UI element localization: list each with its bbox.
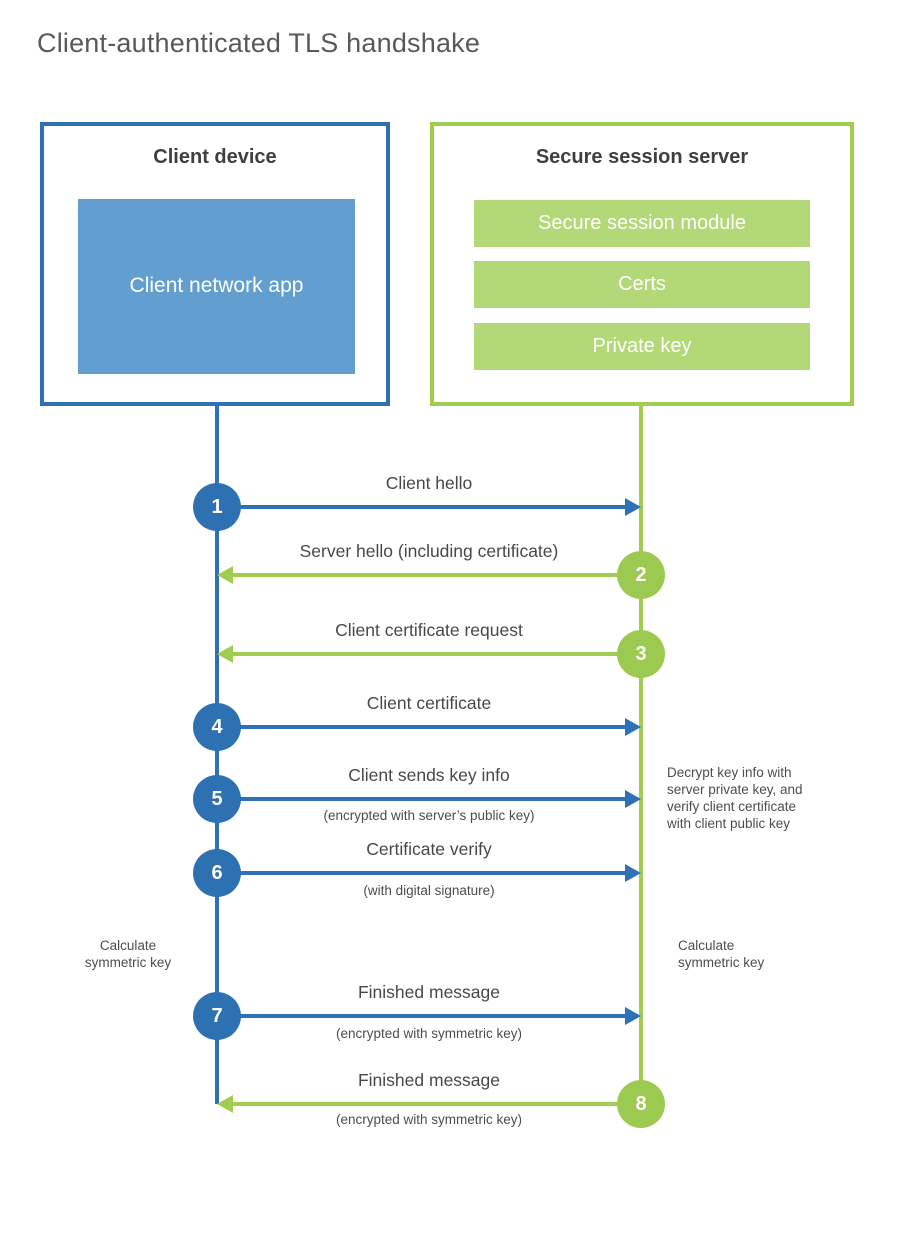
annotation-calc-right-line-2: symmetric key: [678, 955, 765, 970]
arrow-head-step-5: [625, 790, 641, 808]
arrow-line-step-3: [233, 652, 641, 656]
message-label-client-hello: Client hello: [385, 473, 473, 493]
message-sub-label-step-8: (encrypted with symmetric key): [335, 1112, 523, 1127]
secure-session-server-title: Secure session server: [535, 146, 749, 168]
annotation-decrypt-line-1: Decrypt key info with: [667, 765, 792, 780]
annotation-calc-right-line-1: Calculate: [678, 938, 735, 953]
annotation-decrypt-line-3: verify client certificate: [667, 799, 797, 814]
annotation-decrypt-line-2: server private key, and: [667, 782, 803, 797]
arrow-line-step-4: [217, 725, 625, 729]
annotation-calc-left-line-2: symmetric key: [84, 955, 172, 970]
client-device-title: Client device: [153, 146, 277, 168]
client-lifeline: [215, 404, 219, 1104]
arrow-head-step-2: [217, 566, 233, 584]
message-sub-label-step-6: (with digital signature): [363, 883, 495, 898]
message-sub-label-step-5: (encrypted with server’s public key): [323, 808, 535, 823]
server-lifeline: [639, 404, 643, 1104]
message-sub-label-step-7: (encrypted with symmetric key): [335, 1026, 523, 1041]
arrow-head-step-4: [625, 718, 641, 736]
step-number-5: 5: [193, 775, 241, 823]
message-label-client-certificate: Client certificate: [366, 693, 492, 713]
step-number-8: 8: [617, 1080, 665, 1128]
message-label-client-sends-key-info: Client sends key info: [348, 765, 510, 785]
client-network-app-block: Client network app: [78, 199, 355, 374]
step-number-2: 2: [617, 551, 665, 599]
arrow-head-step-8: [217, 1095, 233, 1113]
step-number-3: 3: [617, 630, 665, 678]
annotation-decrypt-key-info: Decrypt key info with server private key…: [667, 764, 842, 832]
arrow-head-step-6: [625, 864, 641, 882]
annotation-decrypt-line-4: with client public key: [667, 816, 791, 831]
arrow-line-step-7: [217, 1014, 625, 1018]
arrow-line-step-5: [217, 797, 625, 801]
message-label-client-certificate-request: Client certificate request: [335, 620, 523, 640]
annotation-calc-left-line-1: Calculate: [99, 938, 157, 953]
message-label-finished-message-server: Finished message: [357, 1070, 501, 1090]
arrow-line-step-6: [217, 871, 625, 875]
arrow-head-step-1: [625, 498, 641, 516]
annotation-calculate-symmetric-key-client: Calculate symmetric key: [70, 937, 186, 971]
message-label-finished-message-client: Finished message: [357, 982, 501, 1002]
page-title: Client-authenticated TLS handshake: [37, 28, 481, 58]
server-module-secure-session: Secure session module: [474, 200, 810, 247]
arrow-line-step-1: [217, 505, 625, 509]
client-network-app-label: Client network app: [129, 274, 304, 298]
arrow-head-step-7: [625, 1007, 641, 1025]
message-label-certificate-verify: Certificate verify: [366, 839, 492, 859]
arrow-head-step-3: [217, 645, 233, 663]
arrow-line-step-8: [233, 1102, 641, 1106]
server-module-private-key: Private key: [474, 323, 810, 370]
step-number-6: 6: [193, 849, 241, 897]
server-module-certs: Certs: [474, 261, 810, 308]
step-number-1: 1: [193, 483, 241, 531]
message-label-server-hello: Server hello (including certificate): [299, 541, 559, 561]
step-number-4: 4: [193, 703, 241, 751]
annotation-calculate-symmetric-key-server: Calculate symmetric key: [678, 937, 798, 971]
step-number-7: 7: [193, 992, 241, 1040]
arrow-line-step-2: [233, 573, 641, 577]
